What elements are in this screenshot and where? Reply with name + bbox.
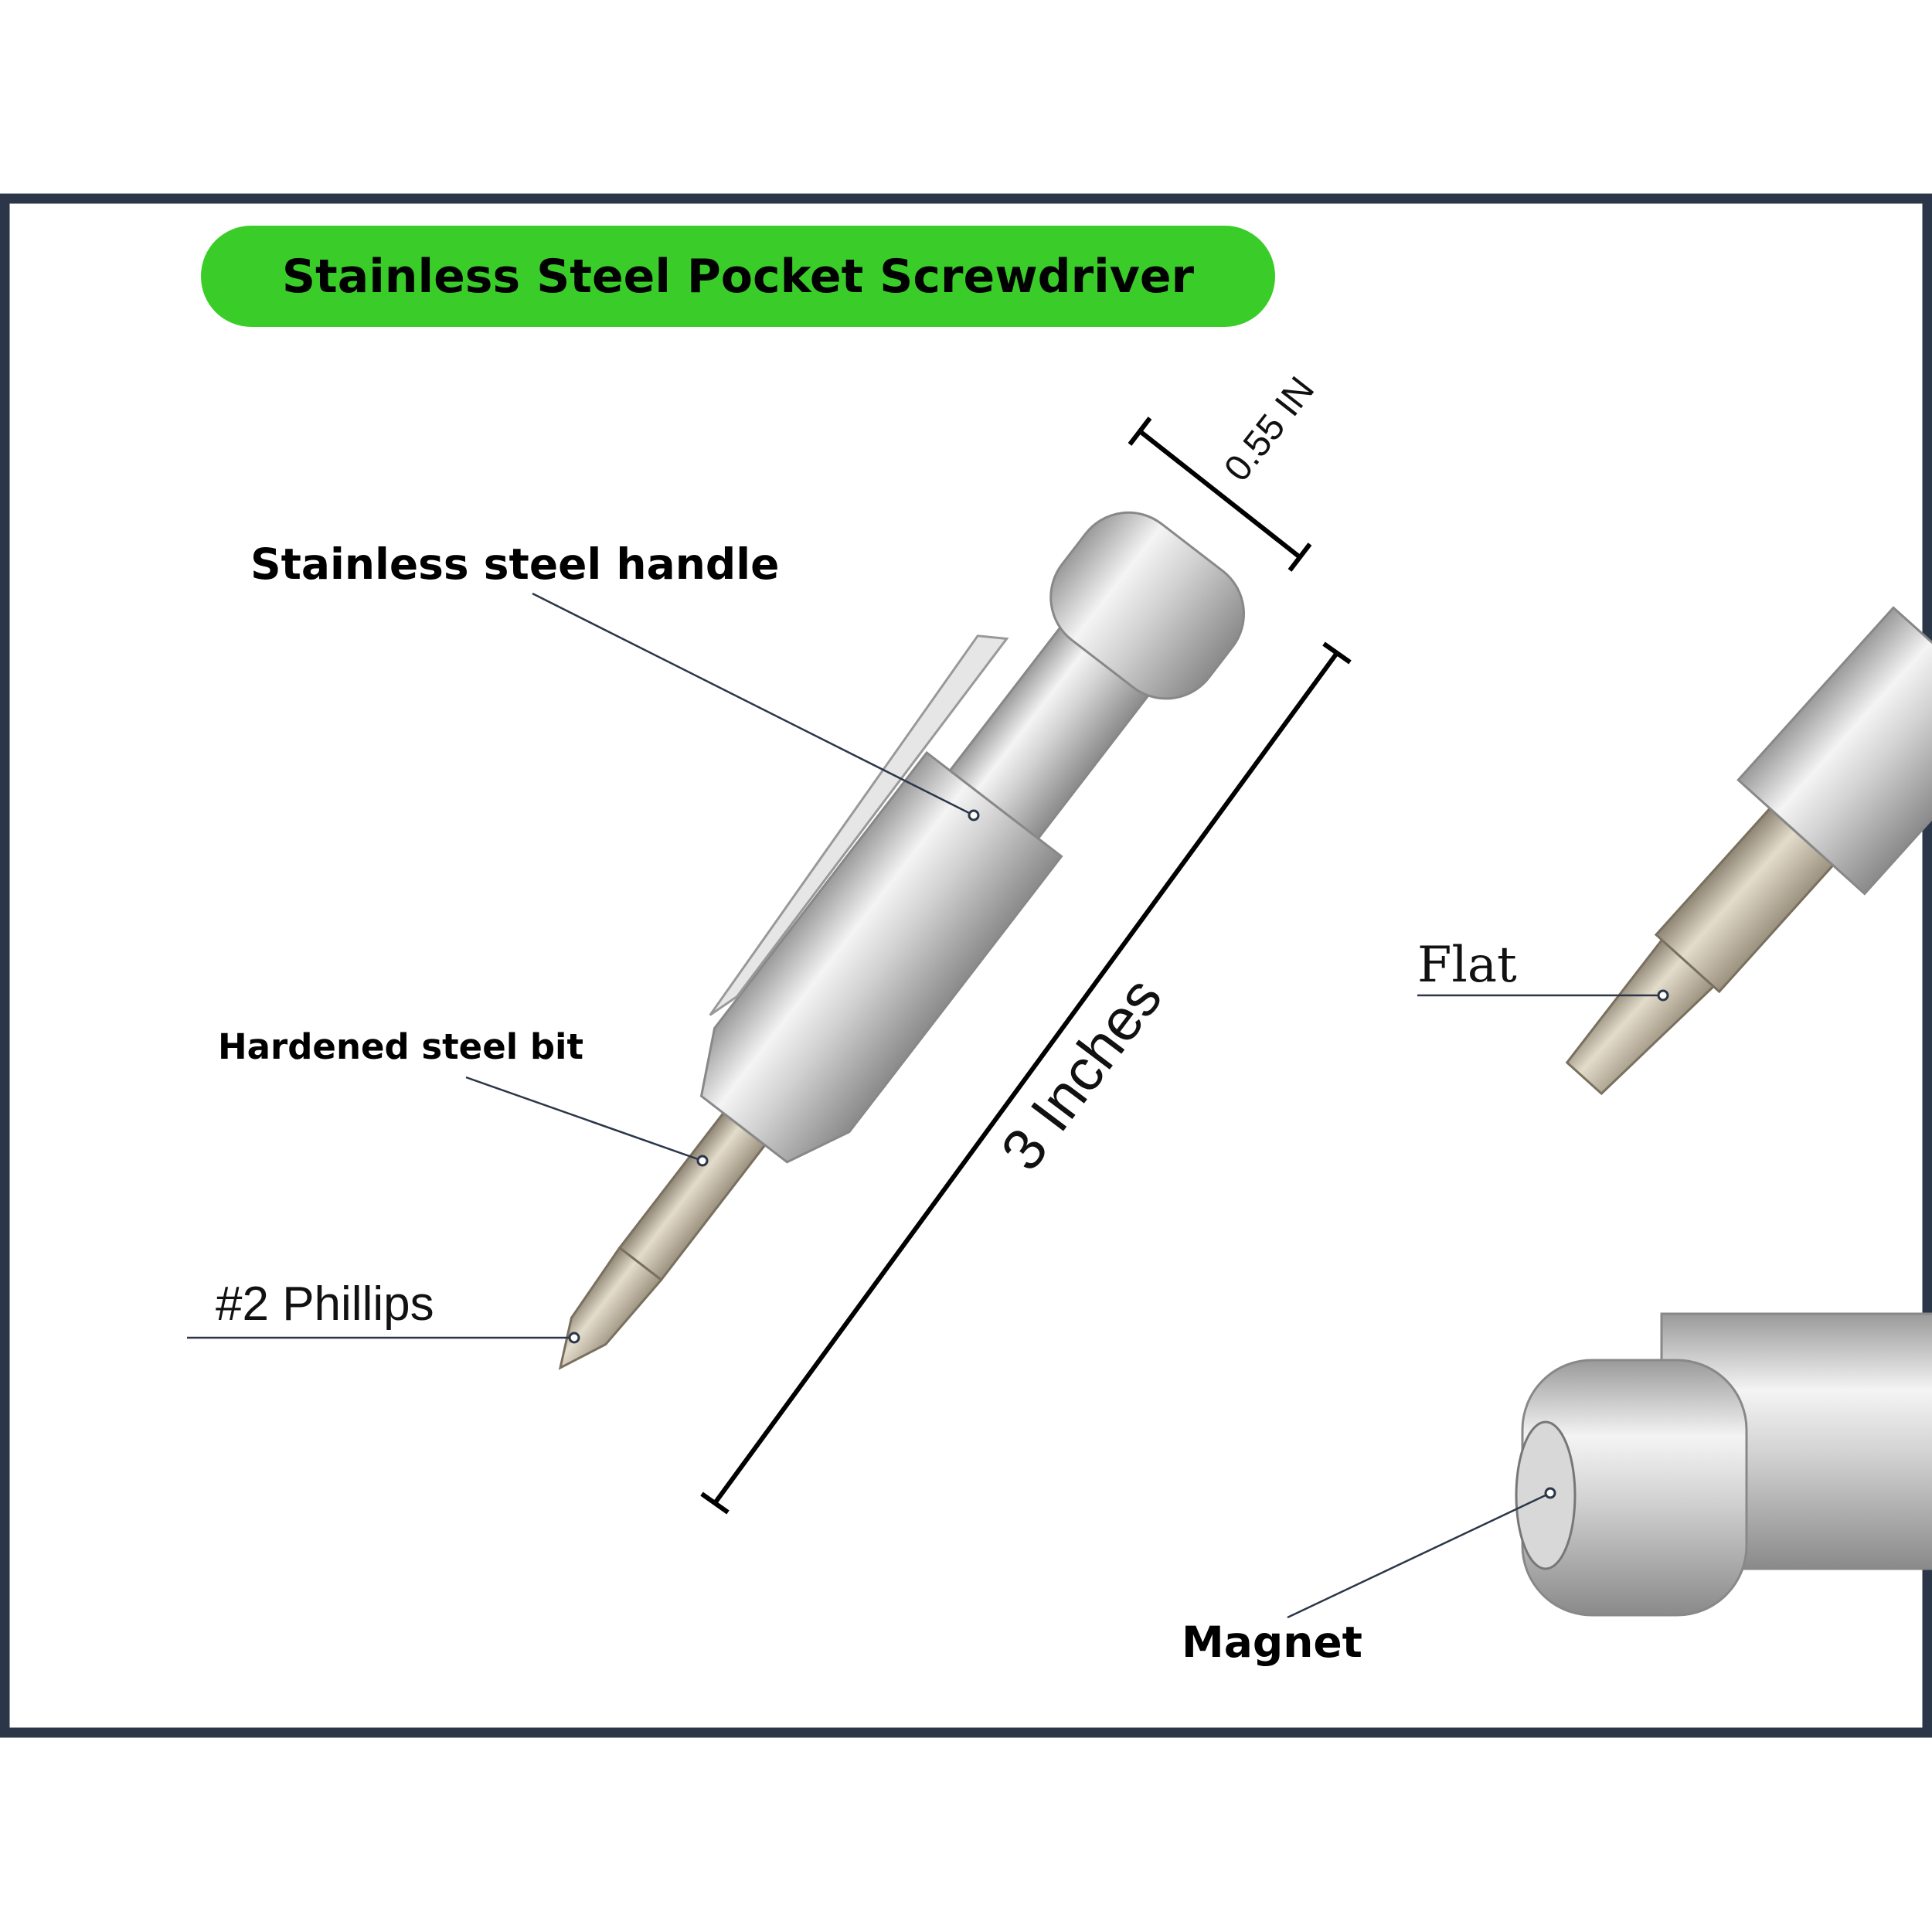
width-label: 0.55 IN — [1216, 369, 1322, 489]
screwdriver-image — [558, 511, 1245, 1370]
bit-label: Hardened steel bit — [218, 1026, 583, 1067]
page-title: Stainless Steel Pocket Screwdriver — [282, 250, 1195, 304]
frame-border — [0, 193, 1932, 1738]
magnet-end-image — [1515, 1312, 1932, 1617]
flat-bit-image — [1565, 606, 1932, 1096]
flat-label: Flat — [1417, 937, 1517, 994]
handle-label: Stainless steel handle — [250, 539, 779, 589]
title-pill — [201, 226, 1275, 327]
magnet-label: Magnet — [1182, 1617, 1362, 1667]
phillips-label: #2 Phillips — [216, 1277, 434, 1331]
